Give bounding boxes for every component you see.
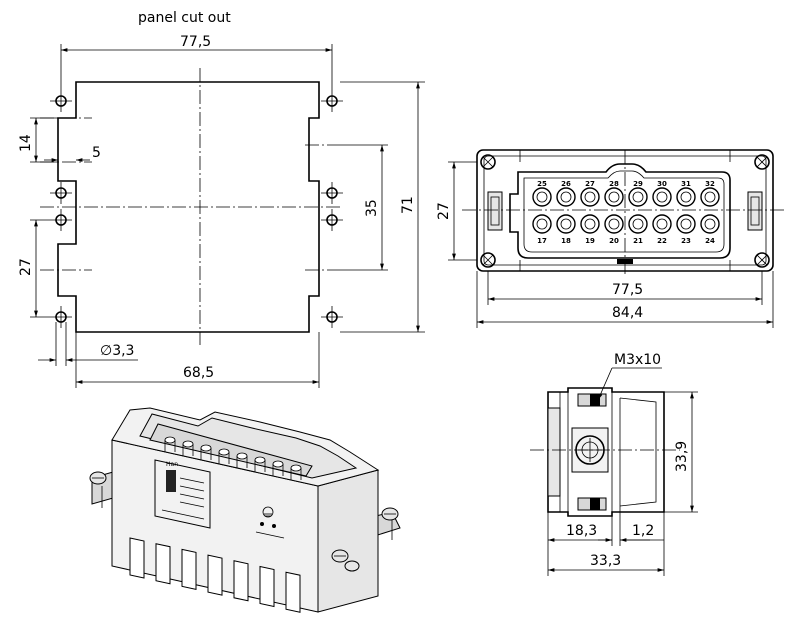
pin-number-label: 23	[681, 237, 691, 245]
dim-label-14: 14	[18, 134, 34, 152]
contact-pin: 24	[700, 214, 720, 245]
iso-pin	[200, 444, 212, 460]
dim-label-33-9: 33,9	[674, 441, 690, 472]
mounting-hole	[50, 90, 72, 112]
screw-icon	[480, 252, 496, 268]
panel-cutout-title: panel cut out	[138, 10, 231, 26]
latch-right	[747, 191, 763, 231]
pin-number-label: 26	[561, 180, 571, 188]
contact-pin: 30	[652, 180, 672, 207]
contact-pin: 31	[676, 180, 696, 207]
pin-number-label: 28	[609, 180, 619, 188]
iso-pin	[164, 436, 176, 452]
dim-label-hole-diameter: ∅3,3	[100, 343, 134, 359]
screw-icon	[344, 560, 360, 572]
contact-pin: 17	[532, 214, 552, 245]
iso-rib	[233, 560, 249, 602]
dim-label-1-2: 1,2	[632, 523, 654, 539]
latch-left	[487, 191, 503, 231]
dim-label-77-5-front: 77,5	[612, 282, 643, 298]
pin-number-label: 24	[705, 237, 715, 245]
pins-top-row: 25 26 27 28 29 30 31 32	[532, 180, 720, 207]
mounting-hole	[50, 306, 72, 328]
contact-pin: 18	[556, 214, 576, 245]
screw-icon	[331, 549, 349, 563]
iso-pin	[236, 452, 248, 468]
contact-pin: 26	[556, 180, 576, 207]
mounting-hole	[50, 209, 72, 231]
screw-icon	[480, 154, 496, 170]
iso-pin	[272, 460, 284, 476]
iso-label-text: Han	[166, 461, 178, 468]
ground-symbol-icon	[262, 506, 274, 518]
han-logo-icon	[166, 470, 176, 492]
pin-number-label: 18	[561, 237, 571, 245]
iso-pin	[290, 464, 302, 480]
isometric-view: Han	[89, 407, 401, 613]
iso-contact-pins	[164, 436, 302, 480]
insert-outline	[509, 163, 731, 259]
screw-icon	[754, 154, 770, 170]
iso-pin	[182, 440, 194, 456]
dim-label-35: 35	[364, 199, 380, 217]
contact-pin: 32	[700, 180, 720, 207]
contact-pin: 22	[652, 214, 672, 245]
mounting-hole	[321, 209, 343, 231]
iso-side-face	[317, 469, 379, 613]
iso-rib	[129, 537, 145, 579]
screw-icon	[754, 252, 770, 268]
mounting-hole	[321, 90, 343, 112]
panel-cutout-view: panel cut out	[18, 10, 425, 388]
pin-number-label: 32	[705, 180, 715, 188]
contact-pin: 23	[676, 214, 696, 245]
dim-label-77-5-top: 77,5	[180, 34, 211, 50]
pin-number-label: 21	[633, 237, 643, 245]
iso-rib	[259, 565, 275, 608]
contact-pin: 19	[580, 214, 600, 245]
contact-pin: 21	[628, 214, 648, 245]
side-view: M3x10 33,9 18,3 1,2 33,3	[530, 352, 698, 576]
iso-pin	[218, 448, 230, 464]
screw-spec-label: M3x10	[614, 352, 661, 368]
dim-label-27-front: 27	[436, 202, 452, 220]
iso-rib	[155, 543, 171, 585]
mounting-hole	[50, 182, 72, 204]
pin-number-label: 17	[537, 237, 547, 245]
pin-number-label: 20	[609, 237, 619, 245]
contact-pin: 20	[604, 214, 624, 245]
screw-icon	[89, 471, 107, 508]
mounting-hole	[321, 182, 343, 204]
dim-label-68-5: 68,5	[183, 365, 214, 381]
front-view: 25 26 27 28 29 30 31 32 17 18 19 20 21 22 23 24 27 77,…	[436, 149, 785, 328]
pin-number-label: 25	[537, 180, 547, 188]
pin-number-label: 22	[657, 237, 667, 245]
dim-label-84-4: 84,4	[612, 305, 643, 321]
pin-number-label: 29	[633, 180, 643, 188]
iso-rib	[285, 571, 301, 613]
contact-pin: 28	[604, 180, 624, 207]
pins-bottom-row: 17 18 19 20 21 22 23 24	[532, 214, 720, 245]
pin-number-label: 30	[657, 180, 667, 188]
pin-number-label: 19	[585, 237, 595, 245]
mounting-hole	[321, 306, 343, 328]
contact-pin: 25	[532, 180, 552, 207]
contact-pin: 27	[580, 180, 600, 207]
pin-number-label: 27	[585, 180, 595, 188]
dim-label-27-left: 27	[18, 258, 34, 276]
iso-pin	[254, 456, 266, 472]
iso-rib	[207, 554, 223, 596]
iso-ribs	[129, 537, 301, 613]
screw-icon	[381, 507, 399, 540]
pin-number-label: 31	[681, 180, 691, 188]
iso-label-plate	[154, 459, 211, 529]
iso-rib	[181, 548, 197, 591]
contact-pin: 29	[628, 180, 648, 207]
dim-label-5: 5	[92, 145, 101, 161]
dim-label-18-3: 18,3	[566, 523, 597, 539]
dim-label-71: 71	[400, 196, 416, 214]
dim-label-33-3: 33,3	[590, 553, 621, 569]
